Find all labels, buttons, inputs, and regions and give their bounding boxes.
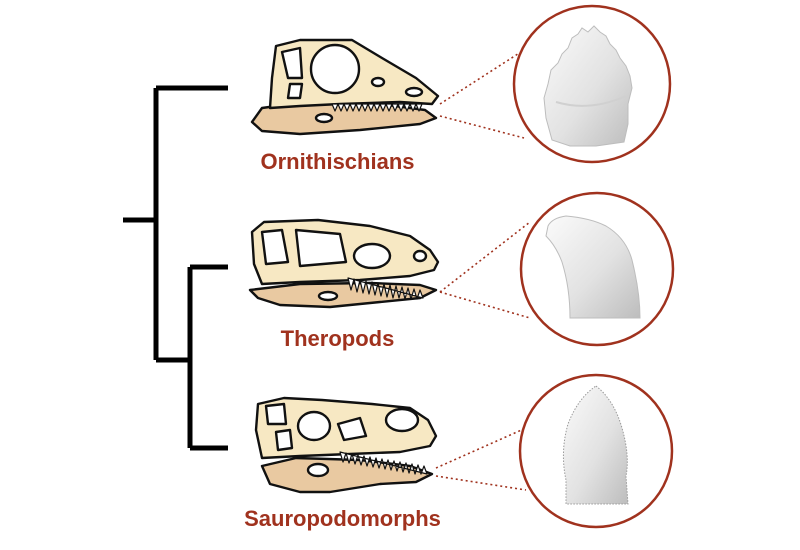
tooth-row-upper xyxy=(339,451,428,475)
tooth-shading xyxy=(555,95,627,107)
tooth-row-upper xyxy=(347,277,424,300)
mandibular-fenestra xyxy=(317,290,339,302)
antorbital-fenestra xyxy=(370,76,386,88)
temporal-fenestra xyxy=(280,46,304,80)
tooth-detail-sauropodomorph xyxy=(518,373,674,529)
connector-theropod-top xyxy=(439,221,531,293)
orbit xyxy=(260,228,290,266)
antorbital-fenestra xyxy=(336,416,368,442)
label-ornithischians: Ornithischians xyxy=(260,149,415,174)
skull-sauropodomorph-icon xyxy=(254,396,438,494)
label-theropods: Theropods xyxy=(280,326,395,351)
tooth-detail-ornithischian xyxy=(512,4,672,164)
orbit xyxy=(296,410,332,442)
connector-sauropodomorph-bottom xyxy=(435,475,527,491)
lower-temporal-fenestra xyxy=(286,82,304,100)
tooth-row-upper xyxy=(331,103,423,112)
mandibular-fenestra xyxy=(306,462,330,478)
connector-ornithischian-top xyxy=(439,49,525,105)
skull-ornithischian-icon xyxy=(250,38,440,136)
connector-sauropodomorph-top xyxy=(435,427,527,469)
naris xyxy=(412,249,428,263)
tooth-leaf-serrated-icon xyxy=(562,385,629,505)
lower-temporal-fenestra xyxy=(274,428,294,452)
temporal-fenestra xyxy=(294,228,348,268)
lower-jaw xyxy=(248,281,438,309)
connector-ornithischian-bottom xyxy=(439,115,525,139)
connector-lines xyxy=(435,49,531,491)
orbit xyxy=(309,43,361,95)
phylogeny-tree xyxy=(123,85,228,451)
mandibular-fenestra xyxy=(314,112,334,124)
skull-theropod-icon xyxy=(248,218,440,309)
naris xyxy=(384,407,420,433)
tooth-recurved-blade-icon xyxy=(545,215,641,319)
connector-theropod-bottom xyxy=(439,291,531,319)
antorbital-fenestra xyxy=(352,242,392,270)
label-sauropodomorphs: Sauropodomorphs xyxy=(244,506,441,531)
temporal-fenestra xyxy=(264,402,288,426)
naris xyxy=(404,86,424,98)
tooth-detail-theropod xyxy=(519,191,675,347)
tooth-leaf-denticulate-icon xyxy=(543,25,633,147)
